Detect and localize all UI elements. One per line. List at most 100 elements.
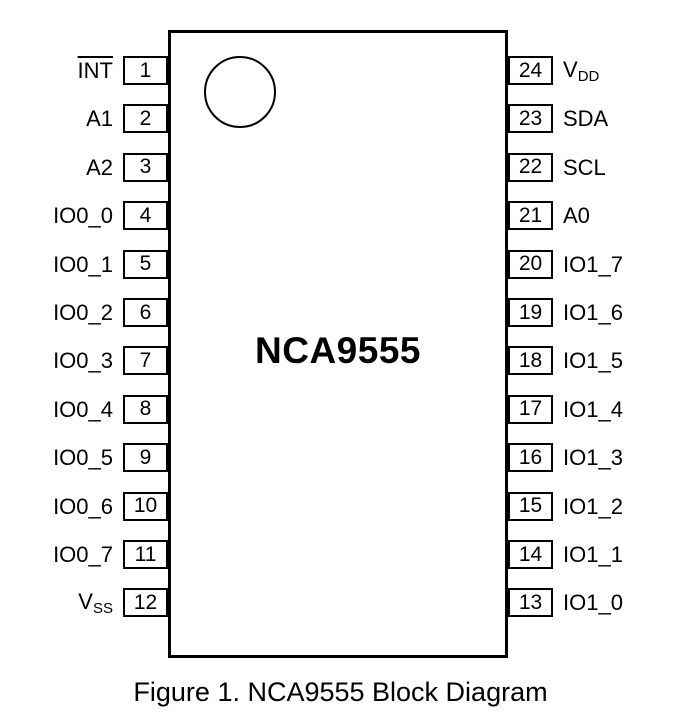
- pin-label-text: IO1_7: [563, 251, 623, 277]
- pin-number-box: 9: [123, 443, 168, 473]
- pin-row-23: 23 SDA: [508, 104, 681, 134]
- pin-label: INT: [78, 56, 113, 85]
- pin-label-text: INT: [77, 58, 113, 83]
- pin-row-13: 13 IO1_0: [508, 588, 681, 618]
- pin-label: IO1_0: [563, 588, 623, 617]
- pin-label-subscript: SS: [92, 599, 113, 617]
- pin-row-22: 22 SCL: [508, 152, 681, 182]
- pin-number-box: 22: [508, 152, 553, 182]
- pin-label-text: IO0_6: [53, 493, 113, 519]
- pin-row-1: INT 1: [0, 56, 168, 85]
- pin-label: VDD: [563, 55, 599, 87]
- pin-row-2: A1 2: [0, 104, 168, 134]
- pin-label: IO1_7: [563, 250, 623, 279]
- pin-number-box: 4: [123, 201, 168, 231]
- pin-number-box: 20: [508, 249, 553, 279]
- pin-row-20: 20 IO1_7: [508, 249, 681, 279]
- pin-number-box: 23: [508, 104, 553, 134]
- pin-label-text: IO1_6: [563, 300, 623, 325]
- pin-label: VSS: [78, 587, 113, 619]
- pin-row-14: 14 IO1_1: [508, 540, 681, 569]
- pin-number-box: 12: [123, 588, 168, 618]
- pin-label: IO0_3: [53, 346, 113, 375]
- pin-label-text: IO0_1: [53, 251, 113, 277]
- pin-row-15: 15 IO1_2: [508, 491, 681, 521]
- pin-label: IO0_5: [53, 443, 113, 472]
- pin-number-box: 5: [123, 249, 168, 279]
- pin-number-box: 10: [123, 491, 168, 521]
- pin-label-text: IO1_2: [563, 493, 623, 519]
- pin-label-text: IO1_4: [563, 396, 623, 422]
- pin-label-text: A2: [86, 154, 113, 180]
- pin-label: IO1_1: [563, 540, 623, 569]
- pin-label: SDA: [563, 104, 608, 133]
- chip-body: [168, 30, 508, 658]
- pin-number-box: 14: [508, 540, 553, 569]
- pin-row-9: IO0_5 9: [0, 443, 168, 473]
- pin-label: IO1_4: [563, 395, 623, 424]
- pin-label: IO0_7: [53, 540, 113, 569]
- pin-label: A2: [86, 153, 113, 182]
- pin-row-10: IO0_6 10: [0, 491, 168, 521]
- pin-number-box: 1: [123, 56, 168, 85]
- pin-label: IO1_3: [563, 443, 623, 472]
- pin-label-text: SDA: [563, 106, 609, 132]
- pin-label: SCL: [563, 153, 606, 182]
- pin-label: A0: [563, 201, 590, 230]
- pin-label-text: IO0_3: [53, 348, 113, 374]
- pin-row-19: 19 IO1_6: [508, 298, 681, 327]
- pin-number-box: 8: [123, 394, 168, 424]
- pin-label: IO1_6: [563, 298, 623, 327]
- pin-number-box: 19: [508, 298, 553, 327]
- pin-label: IO0_4: [53, 395, 113, 424]
- chip-title: NCA9555: [255, 330, 421, 371]
- pin-row-3: A2 3: [0, 152, 168, 182]
- pin-label-text: IO1_0: [563, 590, 623, 616]
- pin-label-text: IO1_5: [563, 348, 623, 374]
- pin-number-box: 15: [508, 491, 553, 521]
- pin-label-text: IO0_2: [53, 300, 113, 325]
- pin-row-7: IO0_3 7: [0, 346, 168, 376]
- pin-label-text: IO1_1: [563, 542, 623, 567]
- pin-row-16: 16 IO1_3: [508, 443, 681, 473]
- pin-row-4: IO0_0 4: [0, 201, 168, 231]
- pin-label-text: IO0_5: [53, 445, 113, 471]
- pin-label-text: SCL: [563, 154, 606, 180]
- pin-label: IO0_1: [53, 250, 113, 279]
- pin-label-text: V: [78, 588, 93, 614]
- pin-label-text: IO0_4: [53, 396, 113, 422]
- pin-row-5: IO0_1 5: [0, 249, 168, 279]
- pin-label-text: A0: [563, 203, 590, 229]
- pin-label-text: V: [563, 56, 578, 82]
- pin-label-text: IO0_0: [53, 203, 113, 229]
- pin-number-box: 16: [508, 443, 553, 473]
- pin-label-text: IO1_3: [563, 445, 623, 471]
- pin-number-box: 6: [123, 298, 168, 327]
- pin1-indicator-circle: [204, 56, 276, 128]
- pin-row-6: IO0_2 6: [0, 298, 168, 327]
- pin-row-24: 24 VDD: [508, 56, 681, 85]
- pin-row-21: 21 A0: [508, 201, 681, 231]
- figure-caption: Figure 1. NCA9555 Block Diagram: [133, 677, 548, 707]
- pin-number-box: 2: [123, 104, 168, 134]
- pin-number-box: 3: [123, 152, 168, 182]
- pin-number-box: 24: [508, 56, 553, 85]
- pin-number-box: 21: [508, 201, 553, 231]
- pin-label: IO1_2: [563, 492, 623, 521]
- pin-label-subscript: DD: [577, 67, 600, 85]
- pin-row-8: IO0_4 8: [0, 394, 168, 424]
- pin-number-box: 13: [508, 588, 553, 618]
- pin-label: IO0_6: [53, 492, 113, 521]
- pin-label: A1: [86, 104, 113, 133]
- pin-row-11: IO0_7 11: [0, 540, 168, 569]
- pin-label: IO1_5: [563, 346, 623, 375]
- pin-row-12: VSS 12: [0, 587, 168, 619]
- pin-number-box: 11: [123, 540, 168, 569]
- pin-label: IO0_2: [53, 298, 113, 327]
- pin-number-box: 7: [123, 346, 168, 376]
- pin-label-text: A1: [86, 106, 113, 132]
- pin-label-text: IO0_7: [53, 542, 113, 567]
